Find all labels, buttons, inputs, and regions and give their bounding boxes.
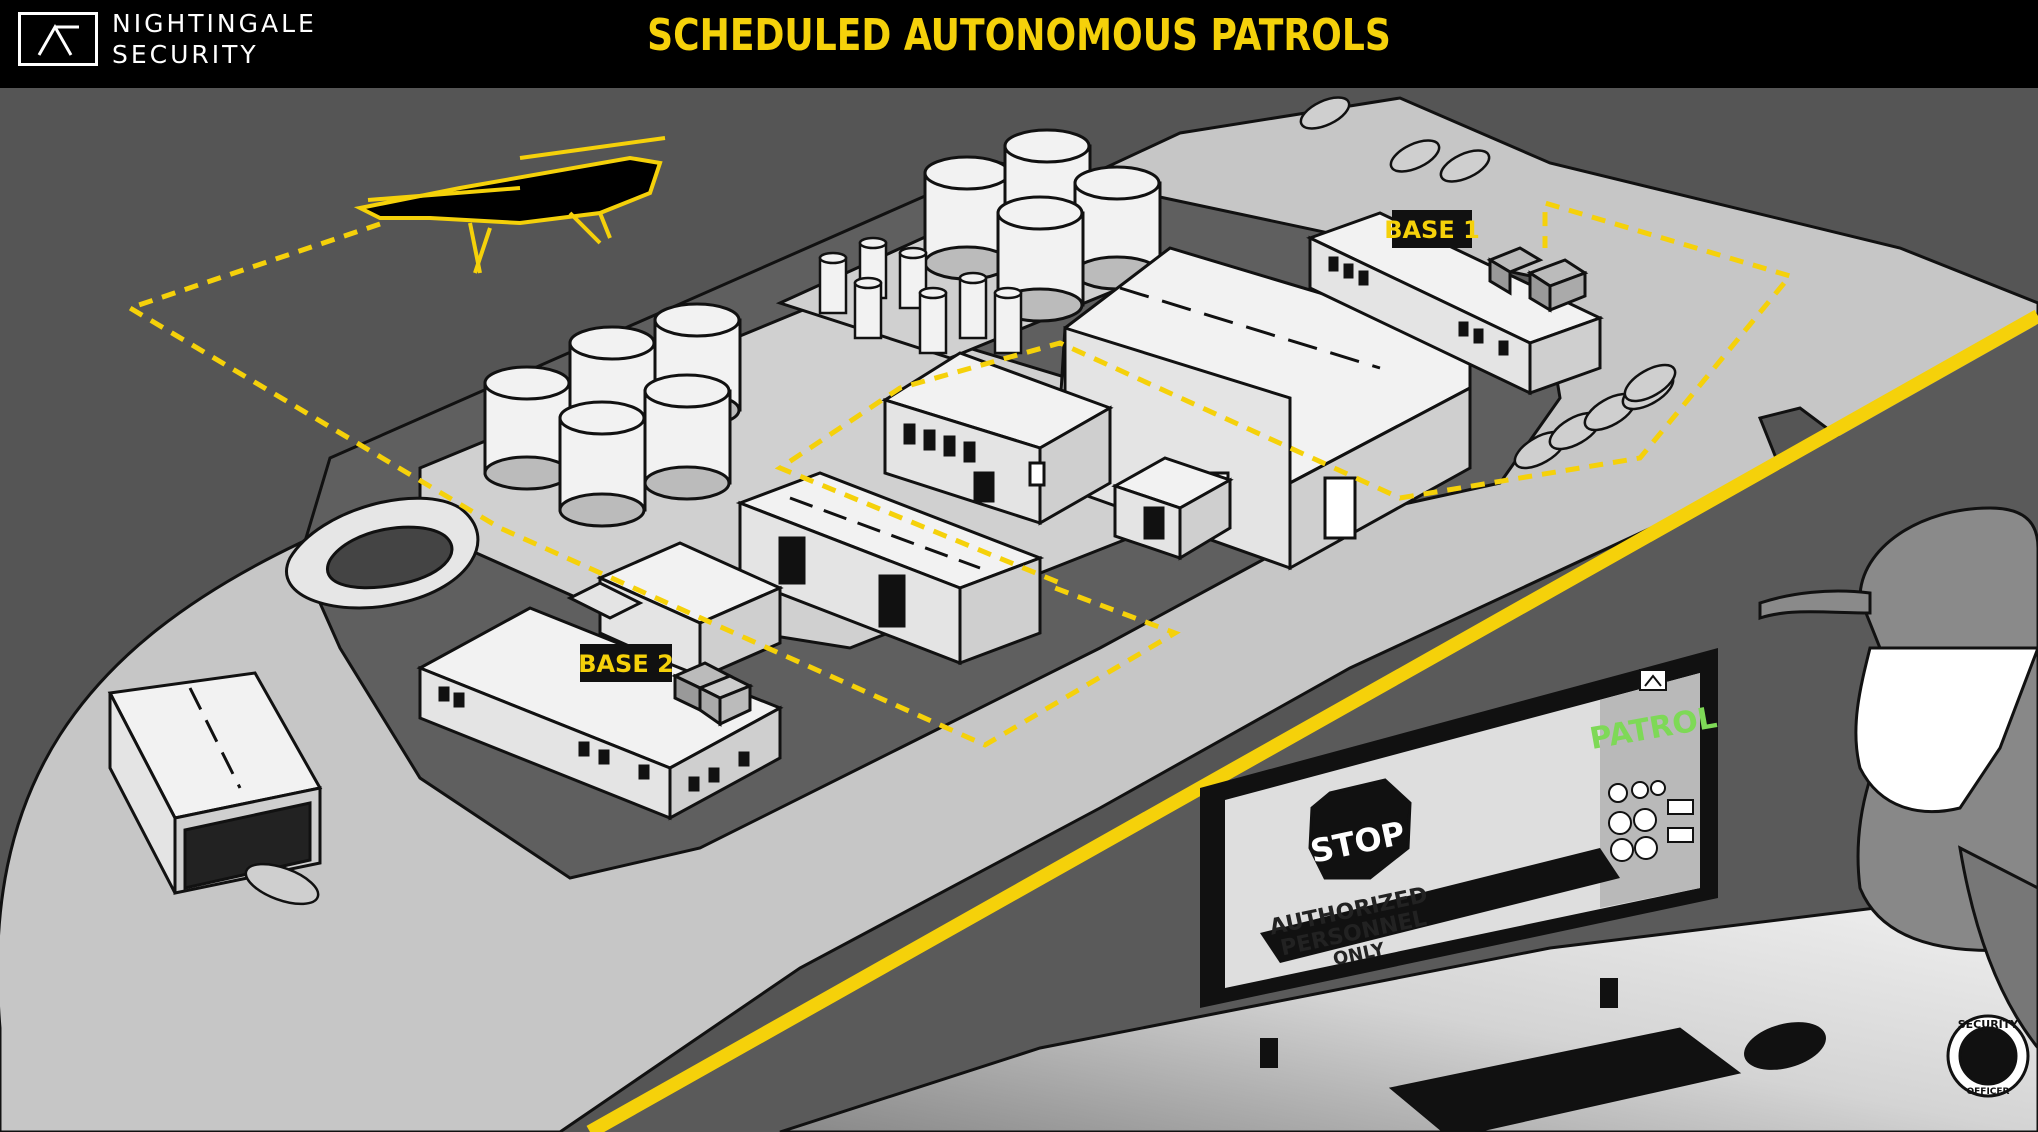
monitor-controls [1608,780,1694,862]
storage-tanks-west [483,302,742,528]
long-garage [735,471,1045,666]
base-2-label: BASE 2 [578,650,674,678]
base-1-building [1306,211,1604,396]
storage-tanks-east [923,128,1162,323]
page-title: SCHEDULED AUTONOMOUS PATROLS [647,10,1391,61]
parked-cars [244,96,1677,906]
security-officer [1758,506,2038,1098]
patrol-route [124,199,1795,748]
base-2-tag [580,644,672,682]
stop-sign [1308,778,1412,880]
mouse [1744,1022,1826,1070]
header-bar: NIGHTINGALE SECURITY SCHEDULED AUTONOMOU… [0,0,2038,88]
drone-icon [353,136,666,274]
badge-bottom-text: OFFICER [1967,1087,2010,1097]
yellow-road-line [586,309,2038,1132]
base-2-building [416,541,784,821]
small-tanks [818,236,1023,355]
monitor-logo-icon [1639,669,1667,691]
nightingale-logo-icon [18,12,98,66]
hangar [107,671,323,895]
logo-line-1: NIGHTINGALE [112,9,317,38]
small-shed [1111,456,1234,561]
logo-wordmark: NIGHTINGALE SECURITY [112,8,317,70]
logo-line-2: SECURITY [112,40,259,69]
badge-top-text: SECURITY [1958,1018,2020,1031]
control-room-wall [605,324,2038,1132]
base-1-label: BASE 1 [1384,216,1480,244]
keyboard [1388,1027,1742,1132]
pond [326,525,454,590]
base-1-tag [1392,210,1472,248]
facility-scene: BASE 1 BASE 2 PATROL STOP AUTHORIZED PER… [0,88,2038,1132]
monitor [1200,648,1718,1068]
